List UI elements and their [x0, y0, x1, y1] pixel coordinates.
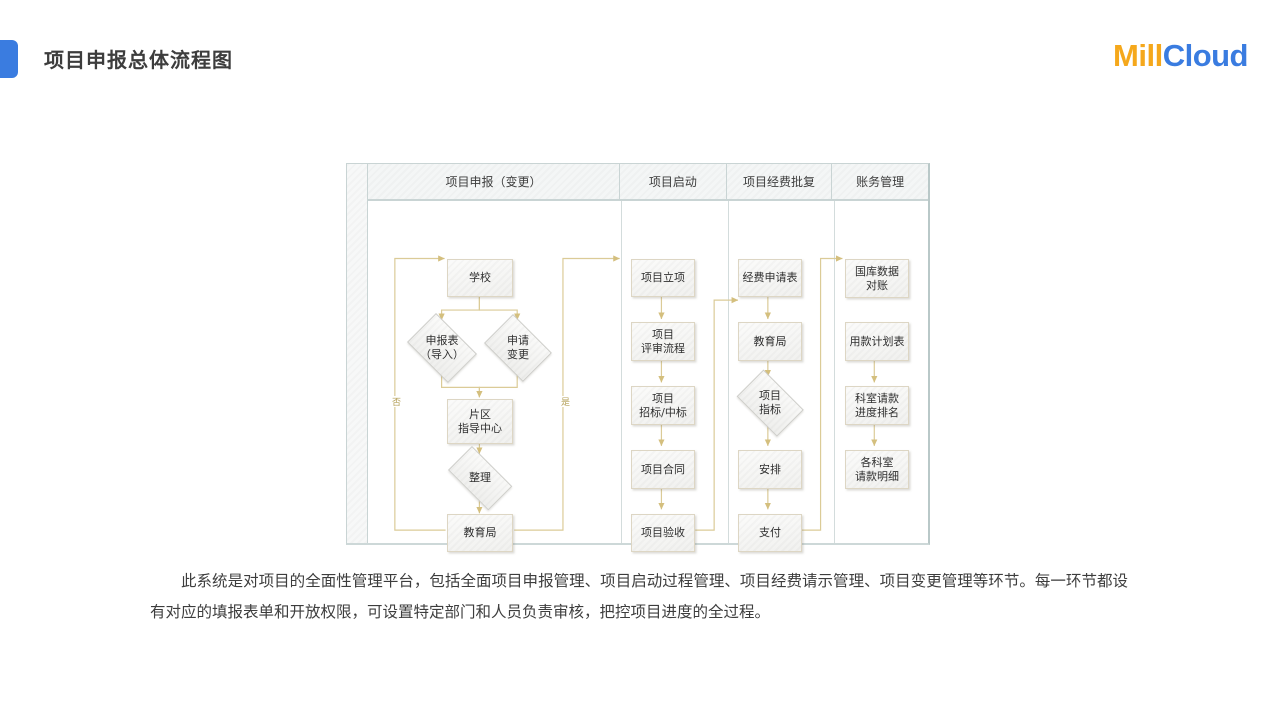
- flowchart-header-row: 项目申报（变更） 项目启动 项目经费批复 账务管理: [368, 164, 928, 201]
- column-header-accounting: 账务管理: [856, 175, 905, 189]
- logo-text-cloud: Cloud: [1162, 38, 1249, 73]
- flowchart-frame: 项目申报（变更） 项目启动 项目经费批复 账务管理: [346, 163, 930, 552]
- millcloud-logo: MillCloud: [1113, 38, 1248, 74]
- node-funding-application-form[interactable]: 经费申请表: [738, 259, 802, 297]
- node-school[interactable]: 学校: [447, 259, 513, 297]
- column-header-budget-approval: 项目经费批复: [727, 164, 833, 199]
- node-project-review-process[interactable]: 项目 评审流程: [631, 322, 695, 361]
- node-district-guidance-center[interactable]: 片区 指导中心: [447, 399, 513, 444]
- flowchart-body: 学校 申报表 （导入） 申请 变更 片区 指导中心 整理 教育局 否 是 项目立…: [368, 201, 928, 552]
- column-header-declaration: 项目申报（变更）: [368, 164, 621, 199]
- node-project-setup[interactable]: 项目立项: [631, 259, 695, 297]
- description-paragraph: 此系统是对项目的全面性管理平台，包括全面项目申报管理、项目启动过程管理、项目经费…: [150, 572, 1128, 621]
- column-divider-3: [834, 201, 835, 543]
- node-project-indicator[interactable]: 项目 指标: [730, 369, 810, 437]
- node-project-acceptance[interactable]: 项目验收: [631, 514, 695, 552]
- node-payment[interactable]: 支付: [738, 514, 802, 552]
- node-label: 项目 指标: [759, 389, 781, 416]
- logo-text-mill: Mill: [1113, 38, 1163, 73]
- node-declaration-form[interactable]: 申报表 （导入）: [401, 313, 483, 383]
- column-divider-1: [621, 201, 622, 543]
- node-organize[interactable]: 整理: [440, 446, 520, 510]
- title-accent-bar: [0, 40, 18, 78]
- node-arrangement[interactable]: 安排: [738, 450, 802, 489]
- column-header-startup: 项目启动: [620, 164, 727, 199]
- node-project-bidding[interactable]: 项目 招标/中标: [631, 386, 695, 425]
- node-education-bureau-col3[interactable]: 教育局: [738, 322, 802, 361]
- node-department-request-ranking[interactable]: 科室请款 进度排名: [845, 386, 909, 425]
- edge-label-no: 否: [390, 396, 400, 407]
- node-project-contract[interactable]: 项目合同: [631, 450, 695, 489]
- node-label: 申请 变更: [507, 334, 529, 361]
- node-fund-usage-plan[interactable]: 用款计划表: [845, 322, 909, 361]
- node-label: 整理: [469, 471, 491, 484]
- edge-label-yes: 是: [559, 396, 569, 407]
- node-education-bureau-col1[interactable]: 教育局: [447, 514, 513, 552]
- page-title: 项目申报总体流程图: [44, 48, 233, 72]
- column-divider-2: [728, 201, 729, 543]
- node-treasury-reconciliation[interactable]: 国库数据 对账: [845, 259, 909, 298]
- slide-header: 项目申报总体流程图 MillCloud: [0, 0, 1280, 90]
- node-change-request[interactable]: 申请 变更: [479, 314, 557, 382]
- flowchart-left-gutter: [347, 164, 368, 543]
- node-label: 申报表 （导入）: [420, 334, 464, 361]
- node-department-request-detail[interactable]: 各科室 请款明细: [845, 450, 909, 489]
